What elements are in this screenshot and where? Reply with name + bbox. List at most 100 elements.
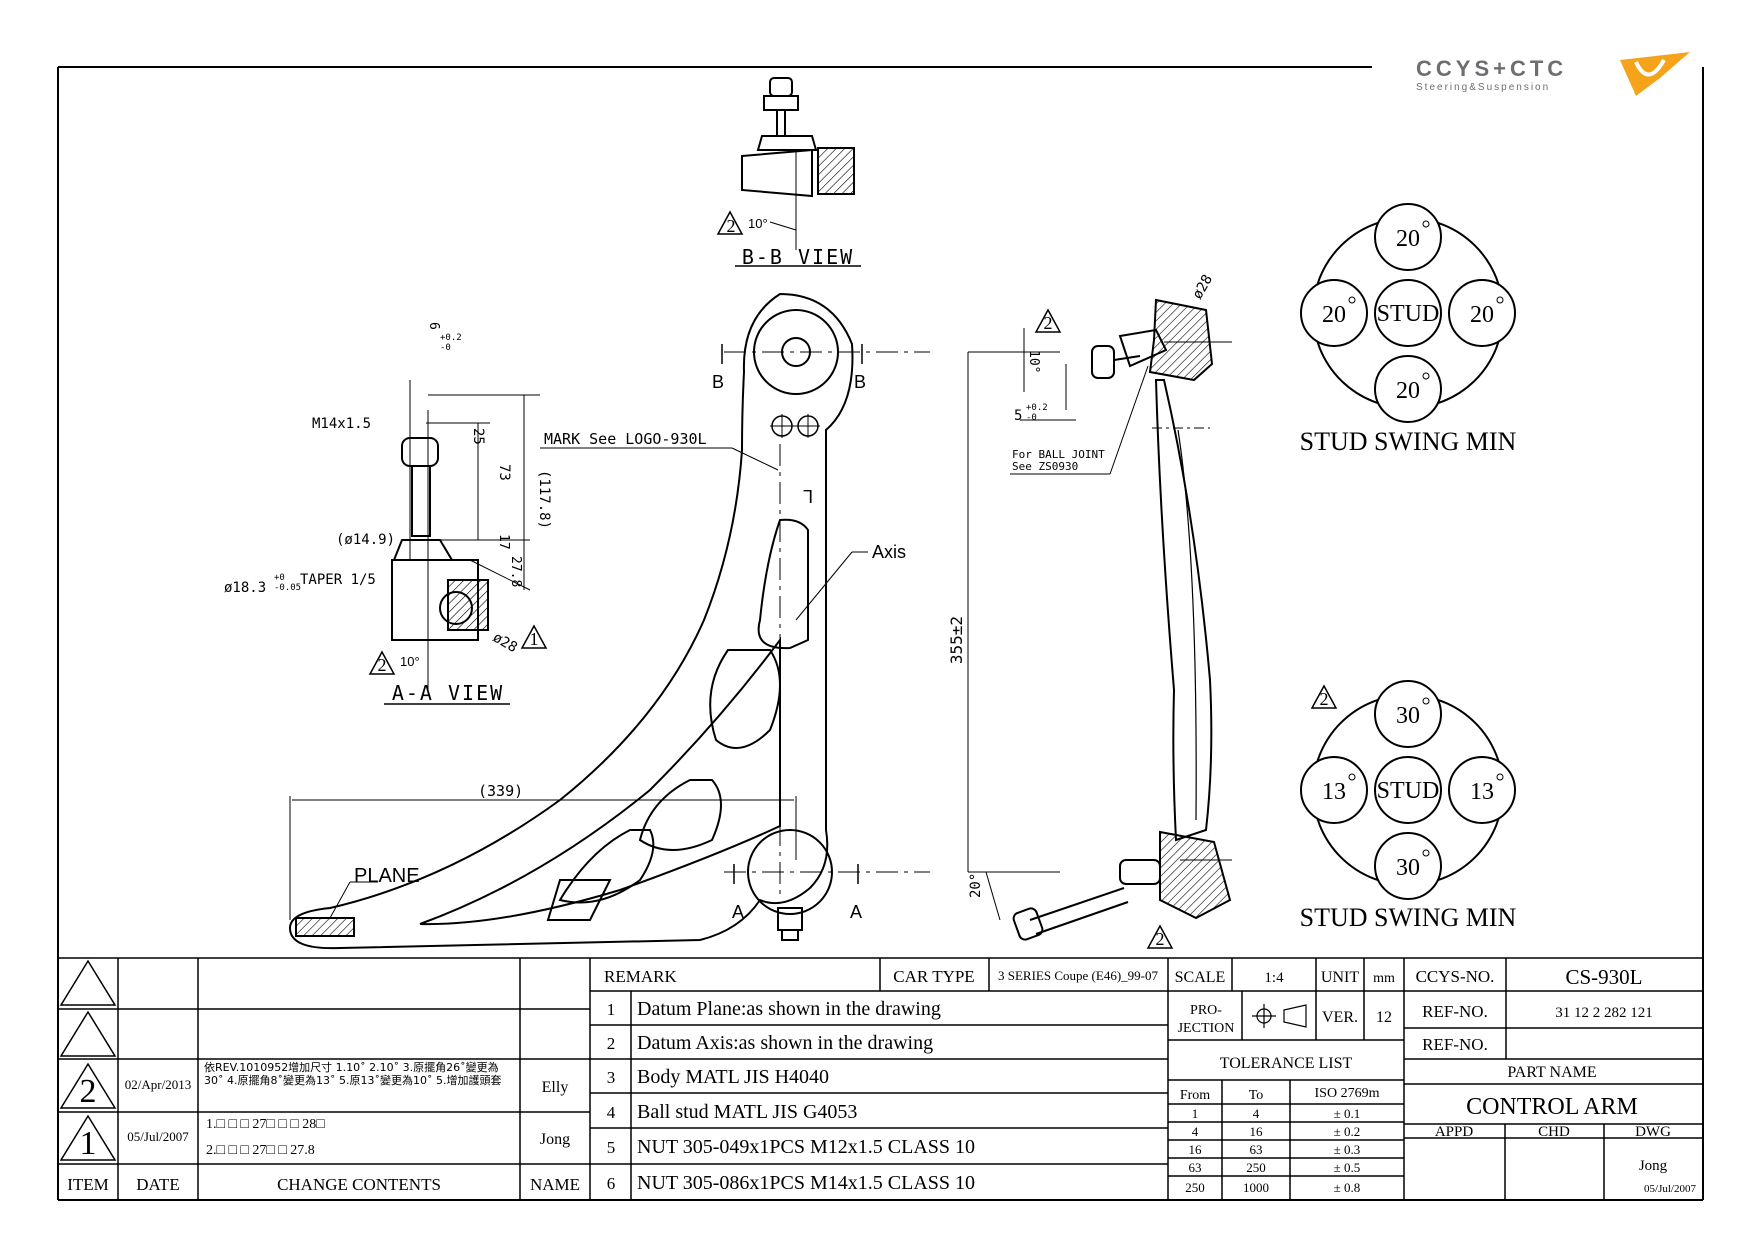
stud-swing-diagram-1 — [1300, 203, 1516, 423]
swing2-rev-triangle — [1310, 684, 1338, 709]
tolerance-row-1-tol: ± 0.1 — [1334, 1106, 1361, 1121]
swing2-caption: STUD SWING MIN — [1300, 903, 1517, 932]
rev-row-3-date: 02/Apr/2013 — [125, 1077, 191, 1092]
tolerance-row-2-to: 16 — [1250, 1124, 1264, 1139]
tolerance-row-4-tol: ± 0.5 — [1334, 1160, 1361, 1175]
tolerance-row-3-from: 16 — [1189, 1142, 1203, 1157]
dwg-name: Jong — [1639, 1158, 1668, 1174]
bb-view-title: B-B VIEW — [742, 245, 854, 269]
rev-header-name: NAME — [530, 1175, 580, 1194]
side-note-line2: See ZS0930 — [1012, 460, 1078, 473]
logo-tagline: Steering&Suspension — [1416, 82, 1550, 93]
aa-rev-mark-ball: 1 — [530, 629, 539, 649]
side-dim-355: 355±2 — [947, 616, 966, 664]
car-type-value: 3 SERIES Coupe (E46)_99-07 — [998, 968, 1158, 983]
aa-angle: 10° — [400, 654, 420, 669]
rev-row-4-content-1: 1.□ □ □ 27□ □ □ 28□ — [206, 1117, 325, 1132]
ref-no-label-2: REF-NO. — [1422, 1035, 1488, 1054]
side-note-line1: For BALL JOINT — [1012, 448, 1105, 461]
rev-row-3-mark: 2 — [80, 1073, 97, 1110]
remark-2-no: 2 — [607, 1034, 616, 1053]
swing1-caption: STUD SWING MIN — [1300, 427, 1517, 456]
tolerance-row-1-from: 1 — [1192, 1106, 1199, 1121]
front-mark-note: MARK See LOGO-930L — [544, 430, 707, 448]
aa-taper: TAPER 1/5 — [300, 572, 376, 588]
tolerance-row-2-from: 4 — [1192, 1124, 1199, 1139]
side-tol-5-lower: -0 — [1026, 413, 1037, 423]
side-dim-10: 10° — [1026, 350, 1041, 373]
title-block-grid — [58, 957, 1703, 1200]
appd-label: APPD — [1435, 1124, 1474, 1140]
remark-2-text: Datum Axis:as shown in the drawing — [637, 1032, 933, 1054]
aa-dim-25: 25 — [470, 428, 486, 445]
front-axis-label: Axis — [872, 542, 906, 562]
aa-dim-27-8: 27.8 — [508, 556, 523, 587]
chd-label: CHD — [1538, 1124, 1570, 1140]
aa-dim-18-3: ø18.3 — [224, 580, 266, 596]
remark-4-text: Ball stud MATL JIS G4053 — [637, 1101, 857, 1123]
projection-symbol-icon — [1252, 1004, 1307, 1028]
swing1-right: 20 — [1470, 302, 1494, 328]
side-view — [967, 298, 1232, 949]
tolerance-row-5-to: 1000 — [1243, 1180, 1269, 1195]
front-dim-339: (339) — [478, 782, 523, 800]
side-dim-28: ø28 — [1190, 272, 1217, 302]
rev-header-change: CHANGE CONTENTS — [277, 1175, 441, 1194]
side-rev-triangle-top — [1034, 308, 1062, 333]
aa-dim-14-9: (ø14.9) — [336, 532, 395, 548]
side-tol-5-upper: +0.2 — [1026, 403, 1048, 413]
ver-label: VER. — [1322, 1009, 1358, 1026]
side-rev-triangle-bottom — [1146, 924, 1174, 949]
tolerance-row-1-to: 4 — [1253, 1106, 1260, 1121]
tolerance-row-3-tol: ± 0.3 — [1334, 1142, 1361, 1157]
aa-tol-18-3-lower: -0.05 — [274, 583, 301, 593]
remark-6-text: NUT 305-086x1PCS M14x1.5 CLASS 10 — [637, 1172, 975, 1194]
aa-rev-mark: 2 — [378, 655, 387, 675]
rev-header-date: DATE — [136, 1175, 179, 1194]
revision-marks — [59, 959, 117, 1161]
side-rev-mark-bottom: 2 — [1156, 929, 1165, 949]
side-angle-20: 20° — [968, 873, 984, 898]
ccys-no-label: CCYS-NO. — [1416, 967, 1495, 986]
scale-label: SCALE — [1175, 969, 1226, 986]
aa-rev-triangle — [368, 650, 396, 675]
side-dim-5: 5 — [1014, 408, 1022, 424]
front-section-a-right: A — [850, 902, 862, 922]
ver-value: 12 — [1376, 1009, 1392, 1026]
front-view-control-arm — [288, 292, 930, 950]
part-name-label: PART NAME — [1507, 1064, 1596, 1081]
swing2-top: 30 — [1396, 703, 1420, 729]
car-type-label: CAR TYPE — [893, 967, 974, 986]
company-logo: CCYS+CTC Steering&Suspension — [1416, 52, 1690, 96]
projection-label-1: PRO- — [1190, 1003, 1222, 1018]
remark-5-text: NUT 305-049x1PCS M12x1.5 CLASS 10 — [637, 1136, 975, 1158]
front-section-b-left: B — [712, 372, 724, 392]
tolerance-header-to: To — [1249, 1088, 1264, 1103]
tolerance-row-2-tol: ± 0.2 — [1334, 1124, 1361, 1139]
remark-6-no: 6 — [607, 1174, 616, 1193]
aa-tol-18-3-upper: +0 — [274, 573, 285, 583]
scale-value: 1:4 — [1264, 970, 1284, 986]
dwg-date: 05/Jul/2007 — [1644, 1183, 1696, 1195]
logo-brand: CCYS+CTC — [1416, 56, 1567, 81]
tolerance-header-iso: ISO 2769m — [1315, 1086, 1380, 1101]
aa-dim-6: 6 — [426, 322, 441, 330]
rev-header-item: ITEM — [67, 1175, 109, 1194]
rev-row-3-name: Elly — [542, 1079, 569, 1096]
rev-row-4-mark: 1 — [80, 1125, 97, 1162]
rev-row-3-content: 依REV.1010952增加尺寸 1.10˚ 2.10˚ 3.原擺角26˚變更為… — [204, 1061, 502, 1087]
swing1-bottom: 20 — [1396, 378, 1420, 404]
remark-1-text: Datum Plane:as shown in the drawing — [637, 998, 941, 1020]
aa-rev-triangle-ball — [520, 624, 548, 649]
unit-label: UNIT — [1321, 969, 1359, 986]
aa-dim-117-8: (117.8) — [536, 470, 552, 529]
swing2-rev-mark: 2 — [1320, 689, 1329, 709]
rev-row-4-name: Jong — [540, 1131, 570, 1148]
rev-row-4-date: 05/Jul/2007 — [127, 1129, 189, 1144]
tolerance-title: TOLERANCE LIST — [1220, 1055, 1353, 1072]
aa-tol-6-lower: -0 — [440, 343, 451, 353]
ref-no-label: REF-NO. — [1422, 1002, 1488, 1021]
swing2-left: 13 — [1322, 779, 1346, 805]
front-section-a-left: A — [732, 902, 744, 922]
